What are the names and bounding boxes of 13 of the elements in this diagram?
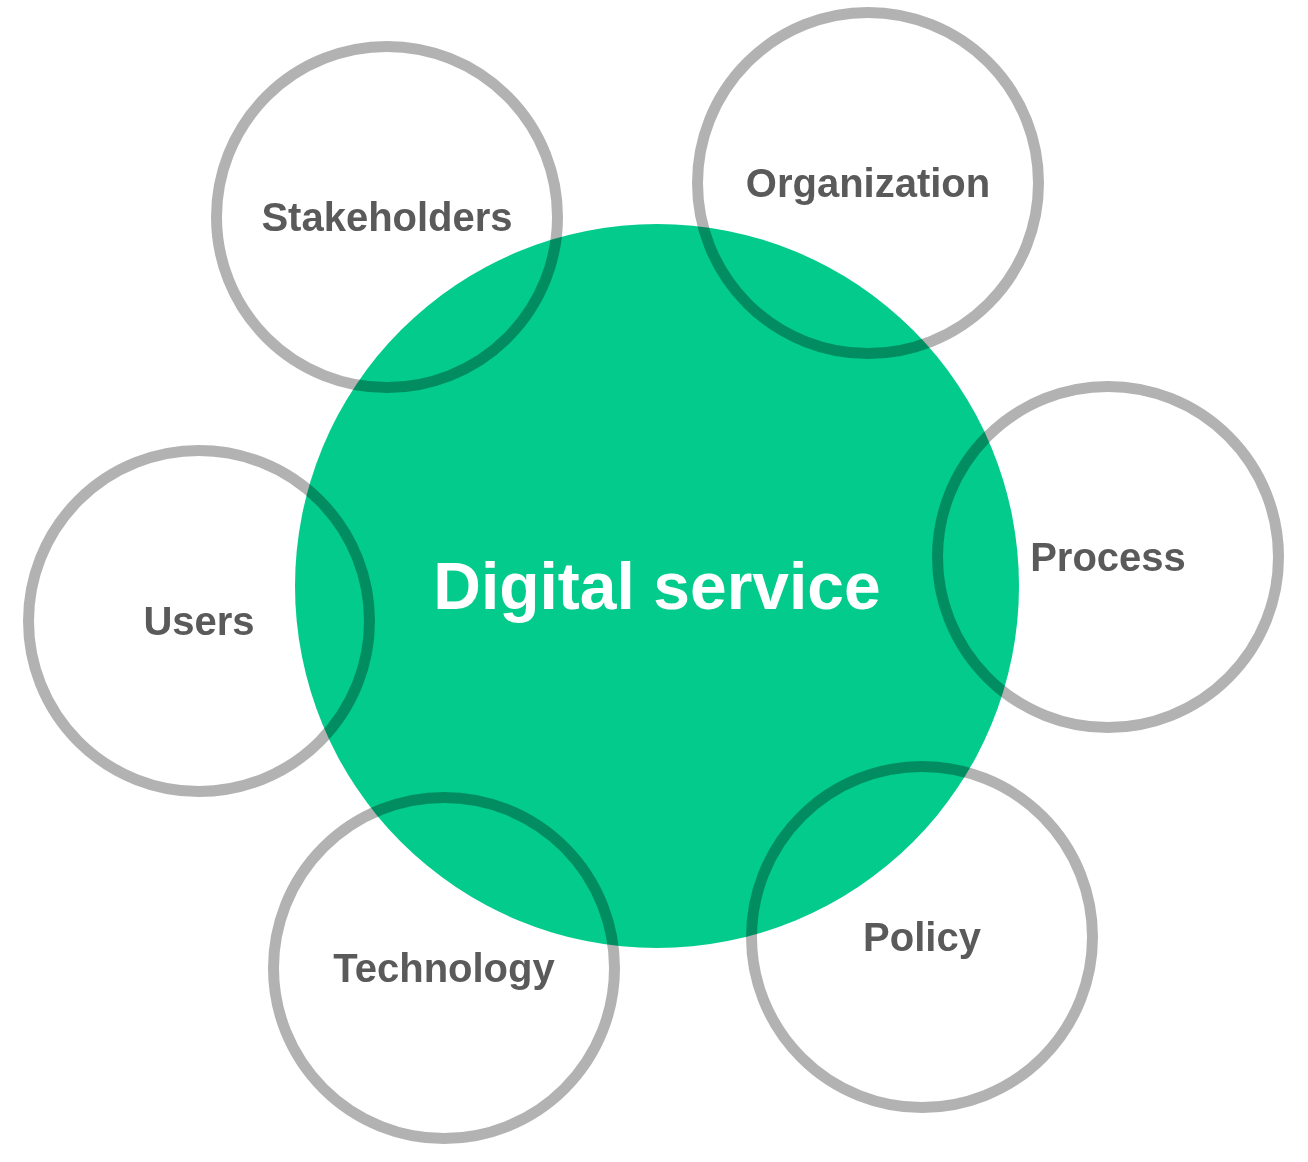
circle-outline xyxy=(23,445,375,797)
circle-outline xyxy=(268,792,620,1144)
circle-outline xyxy=(692,7,1044,359)
circle-label: Policy xyxy=(863,914,981,960)
circle-label: Process xyxy=(1030,534,1186,580)
circle-outline xyxy=(211,41,563,393)
circle-label: Technology xyxy=(333,945,555,991)
circle-outline xyxy=(932,381,1284,733)
circle-outline xyxy=(746,761,1098,1113)
circle-label: Stakeholders xyxy=(261,194,513,240)
circle-label: Digital service xyxy=(433,548,881,624)
circle-label: Users xyxy=(143,598,255,644)
circle-label: Organization xyxy=(745,160,991,206)
